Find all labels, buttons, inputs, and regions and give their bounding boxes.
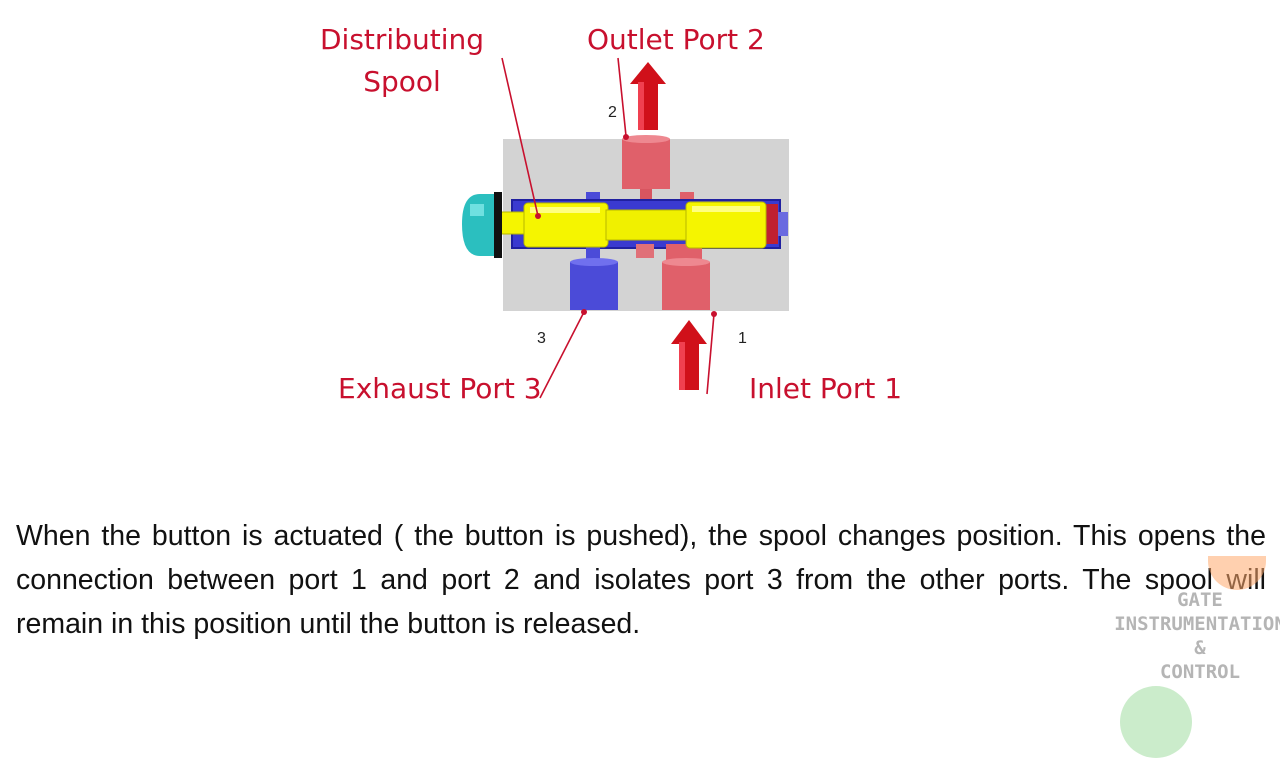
- outlet-leader: [617, 57, 627, 137]
- spool-leader-dot: [535, 213, 541, 219]
- exhaust-port-3-channel: [570, 258, 618, 310]
- lower-exhaust-stub: [586, 246, 600, 262]
- description-line-3: The spool will remain in this position u…: [16, 564, 1266, 640]
- watermark-line-3: &: [1194, 637, 1206, 659]
- leader-lines: [501, 57, 715, 399]
- push-button: [462, 192, 502, 258]
- outlet-leader-dot: [623, 134, 629, 140]
- outlet-port-label: Outlet Port 2: [587, 23, 765, 56]
- exhaust-leader: [539, 311, 585, 399]
- exhaust-leader-dot: [581, 309, 587, 315]
- distributing-spool-label-line2: Spool: [363, 65, 441, 98]
- spool-leader: [501, 57, 539, 217]
- outlet-flow-arrow: [630, 62, 666, 130]
- port-number-2: 2: [608, 104, 617, 121]
- description-line-2: opens the connection between port 1 and …: [16, 520, 1266, 596]
- inlet-flow-arrow: [671, 320, 707, 390]
- inlet-port-1-channel: [662, 258, 710, 310]
- inlet-port-label: Inlet Port 1: [749, 372, 902, 405]
- outlet-port-2-channel: [622, 135, 670, 207]
- spool-end-cap: [766, 204, 778, 244]
- description-line-1: When the button is actuated ( the button…: [16, 520, 1127, 552]
- watermark-line-1: GATE: [1177, 589, 1223, 611]
- watermark-line-4: CONTROL: [1159, 661, 1241, 683]
- distributing-spool-label-line1: Distributing: [320, 23, 484, 56]
- watermark: GATE INSTRUMENTATION & CONTROL: [1112, 588, 1280, 684]
- inlet-leader-dot: [711, 311, 717, 317]
- exhaust-port-label: Exhaust Port 3: [338, 372, 542, 405]
- inlet-leader: [706, 313, 715, 395]
- watermark-line-2: INSTRUMENTATION: [1114, 613, 1280, 635]
- port-number-1: 1: [738, 330, 747, 347]
- distributing-spool: [499, 201, 767, 249]
- valve-diagram: Distributing Spool Outlet Port 2 Exhaust…: [320, 23, 902, 405]
- description-paragraph: When the button is actuated ( the button…: [16, 514, 1266, 646]
- watermark-green-blob: [1120, 686, 1192, 758]
- port-number-3: 3: [537, 330, 546, 347]
